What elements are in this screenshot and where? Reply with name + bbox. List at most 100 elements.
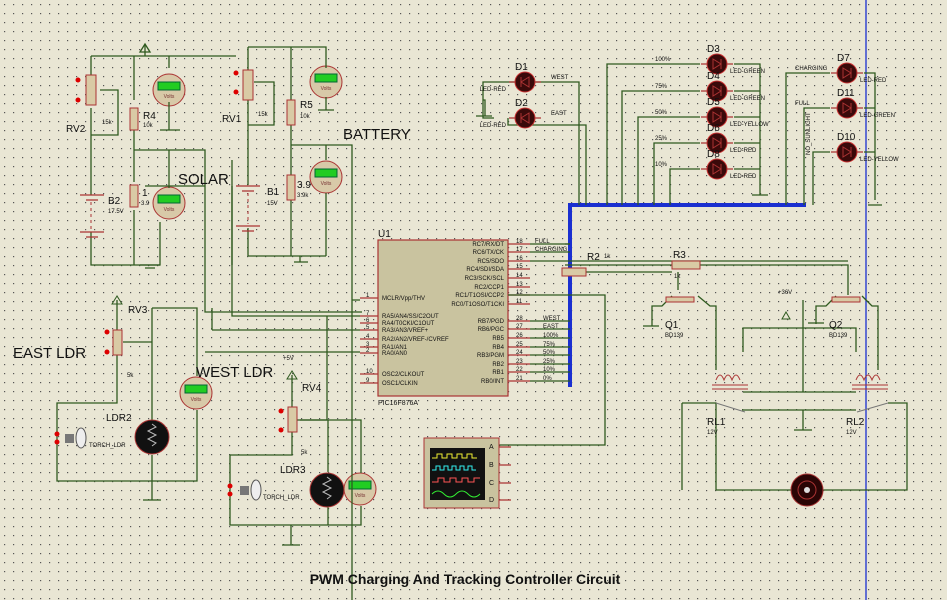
- rv2-potentiometer[interactable]: [85, 74, 97, 106]
- b1-value: 15V: [267, 201, 278, 207]
- meter-display: [157, 81, 181, 91]
- led-net-label: FULL: [795, 101, 810, 107]
- pin-label: MCLR/Vpp/THV: [382, 296, 425, 302]
- driver-stage: Q1 BD139 Q2 BD139 +36V RL1 12V RL2 12V: [643, 290, 908, 507]
- led-net-label: EAST: [551, 111, 567, 117]
- mcu-part: PIC16F876A: [378, 400, 418, 407]
- west-ldr-circuit: RV4 5k +5V WEST LDR LDR3 TORCH_LDR: [196, 356, 362, 546]
- pin-label: RB5: [492, 336, 504, 342]
- q1-value: BD139: [665, 333, 684, 339]
- torch-ldr3-increment[interactable]: [227, 483, 233, 489]
- led-type: LED-GREEN: [730, 96, 765, 102]
- torch-ldr3-decrement[interactable]: [227, 491, 233, 497]
- diode-icon: [712, 137, 722, 149]
- led-net-label: CHARGING: [795, 66, 828, 72]
- voltmeter[interactable]: Volts: [309, 65, 343, 99]
- rv1-label: RV1: [222, 114, 242, 125]
- pin-number: 2: [366, 348, 370, 354]
- pin-number: 16: [516, 256, 523, 262]
- pin-number: 4: [366, 334, 370, 340]
- pin-label: RA5/AN4/SS/C2OUT: [382, 314, 439, 320]
- pin-label: RA3/AN3/VREF+: [382, 328, 429, 334]
- rv2-decrement[interactable]: [75, 97, 81, 103]
- diode-icon: [520, 112, 530, 124]
- net-label: 0%: [543, 376, 552, 382]
- pin-number: 11: [516, 299, 523, 305]
- diode-icon: [712, 111, 722, 123]
- pin-number: 6: [366, 318, 370, 324]
- rv1-increment[interactable]: [233, 70, 239, 76]
- led-type: LED-YELLOW: [730, 122, 769, 128]
- solar-label: SOLAR: [178, 171, 229, 188]
- net-label: 10%: [543, 367, 556, 373]
- rv4-decrement[interactable]: [278, 427, 284, 433]
- pin-number: 26: [516, 333, 523, 339]
- rv3-potentiometer[interactable]: [112, 329, 123, 356]
- ldr2-label: LDR2: [106, 413, 132, 424]
- voltmeter[interactable]: Volts: [343, 472, 377, 506]
- led-net-label: WEST: [551, 75, 569, 81]
- rl2-value: 12V: [846, 430, 857, 436]
- pin-number: 27: [516, 324, 523, 330]
- net-label: 25%: [543, 359, 556, 365]
- meter-unit: Volts: [321, 181, 332, 187]
- r5-resistor: [286, 99, 296, 126]
- led-net-label: 50%: [655, 110, 668, 116]
- rv3-increment[interactable]: [104, 329, 110, 335]
- rv3-decrement[interactable]: [104, 349, 110, 355]
- b2-value: 17.5V: [108, 209, 124, 215]
- torch-ldr3-label: TORCH_LDR: [263, 495, 300, 501]
- net-label: EAST: [543, 324, 559, 330]
- oscilloscope[interactable]: A B C D: [423, 437, 511, 509]
- rl2-label: RL2: [846, 417, 865, 428]
- osc-channel-d: D: [489, 497, 494, 504]
- power-terminal-icon: [111, 295, 123, 305]
- led-name: D6: [707, 123, 720, 134]
- pin-label: RA4/T0CKI/C1OUT: [382, 321, 435, 327]
- meter-display: [314, 168, 338, 178]
- voltmeter[interactable]: Volts: [152, 73, 186, 107]
- voltmeter[interactable]: Volts: [309, 160, 343, 194]
- pin-number: 5: [366, 325, 370, 331]
- rv4-increment[interactable]: [278, 408, 284, 414]
- voltmeter[interactable]: Volts: [179, 376, 213, 410]
- led-name: D5: [707, 97, 720, 108]
- pin-number: 25: [516, 342, 523, 348]
- pin-label: RB6/PGC: [478, 327, 505, 333]
- power-terminal-icon: [138, 42, 152, 53]
- r3-value: 1k: [674, 274, 681, 280]
- rv1-decrement[interactable]: [233, 89, 239, 95]
- pin-label: RB1: [492, 370, 504, 376]
- voltmeter[interactable]: Volts: [152, 186, 186, 220]
- led-net-label: 10%: [655, 162, 668, 168]
- meter-display: [157, 194, 181, 204]
- bus-line[interactable]: [568, 203, 806, 387]
- rv1-potentiometer[interactable]: [242, 69, 254, 101]
- osc-channel-a: A: [489, 444, 494, 451]
- q2-label: Q2: [829, 320, 843, 331]
- led-name: D4: [707, 71, 720, 82]
- meter-unit: Volts: [191, 397, 202, 403]
- pin-number: 9: [366, 378, 370, 384]
- rv2-increment[interactable]: [75, 77, 81, 83]
- solar-circuit: RV2 15k R4 10k 1 3.9 B2 17.5V SOLAR: [66, 42, 236, 269]
- rv4-potentiometer[interactable]: [287, 406, 298, 433]
- pin-label: RB7/PGD: [478, 319, 505, 325]
- torch-ldr2-decrement[interactable]: [54, 439, 60, 445]
- torch-ldr2-increment[interactable]: [54, 431, 60, 437]
- pin-number: 22: [516, 367, 523, 373]
- r3-label: R3: [673, 250, 686, 261]
